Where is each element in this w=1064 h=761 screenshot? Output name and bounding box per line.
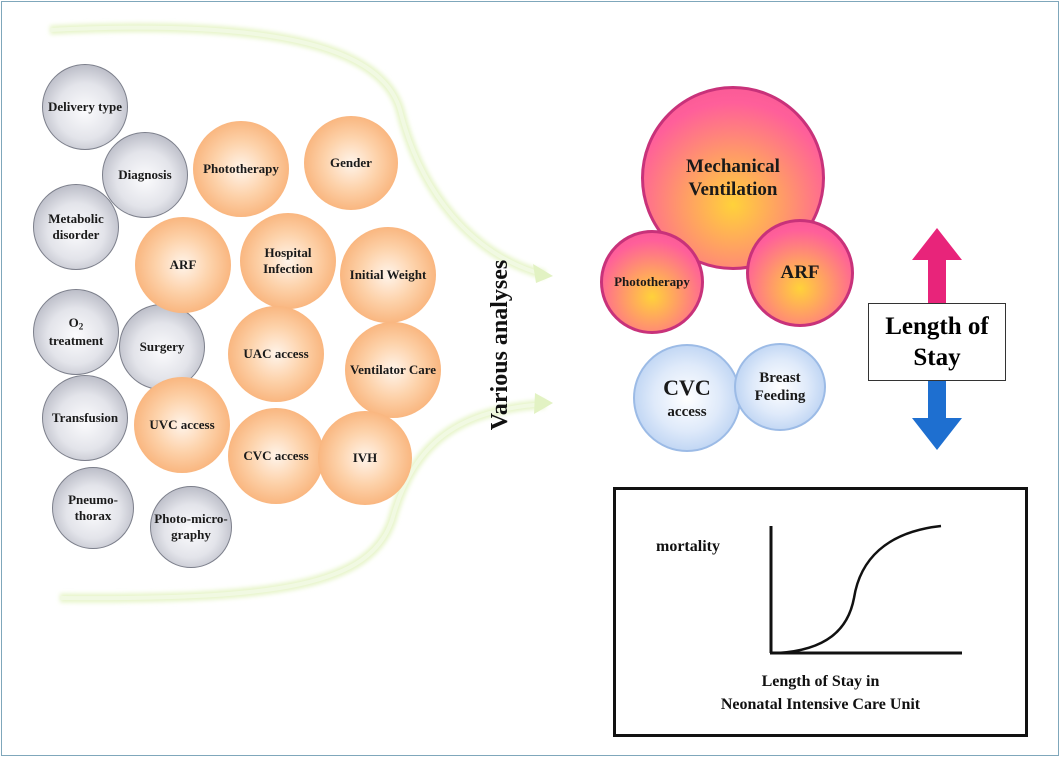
various-analyses-label: Various analyses xyxy=(487,259,513,431)
chart-xlabel-line2: Neonatal Intensive Care Unit xyxy=(720,696,921,714)
funnel-arrowhead-bottom xyxy=(534,393,553,414)
mortality-chart-svg xyxy=(769,524,962,655)
node-phototherapy: Phototherapy xyxy=(193,121,289,217)
node-gender: Gender xyxy=(304,116,398,210)
o2-subscript: 2 xyxy=(78,321,84,332)
node-pneumothorax: Pneumo-thorax xyxy=(52,467,134,549)
node-diagnosis: Diagnosis xyxy=(102,132,188,218)
node-hospital-infection: Hospital Infection xyxy=(240,213,336,309)
node-phototherapy-result: Phototherapy xyxy=(600,230,704,334)
treatment-label: treatment xyxy=(48,332,104,348)
node-cvc-access-factor: CVC access xyxy=(228,408,324,504)
chart-xlabel-line1: Length of Stay in xyxy=(761,673,880,690)
chart-xlabel: Length of Stay in Neonatal Intensive Car… xyxy=(616,670,1025,716)
funnel-arrowhead-top xyxy=(533,264,553,283)
cvc-main-label: CVC xyxy=(663,374,711,400)
length-of-stay-box: Length of Stay xyxy=(868,303,1006,381)
node-initial-weight: Initial Weight xyxy=(340,227,436,323)
node-cvc-access-result: CVC access xyxy=(633,344,741,452)
node-ventilator-care: Ventilator Care xyxy=(345,322,441,418)
up-arrow xyxy=(912,228,962,304)
cvc-sub-label: access xyxy=(667,403,707,420)
chart-ylabel: mortality xyxy=(656,538,720,555)
los-line2: Stay xyxy=(913,344,961,371)
node-arf-factor: ARF xyxy=(135,217,231,313)
node-breast-feeding: Breast Feeding xyxy=(734,343,826,431)
node-surgery: Surgery xyxy=(119,304,205,390)
node-delivery-type: Delivery type xyxy=(42,64,128,150)
node-metabolic-disorder: Metabolic disorder xyxy=(33,184,119,270)
node-arf-result: ARF xyxy=(746,219,854,327)
node-photomicrography: Photo-micro-graphy xyxy=(150,486,232,568)
los-line1: Length of xyxy=(885,312,989,340)
mortality-chart: mortality Length of Stay in Neonatal Int… xyxy=(613,487,1028,737)
o2-label: O xyxy=(68,315,79,331)
mortality-curve xyxy=(777,524,942,655)
node-ivh: IVH xyxy=(318,411,412,505)
node-transfusion: Transfusion xyxy=(42,375,128,461)
node-uvc-access: UVC access xyxy=(134,377,230,473)
down-arrow xyxy=(912,381,962,450)
node-uac-access: UAC access xyxy=(228,306,324,402)
